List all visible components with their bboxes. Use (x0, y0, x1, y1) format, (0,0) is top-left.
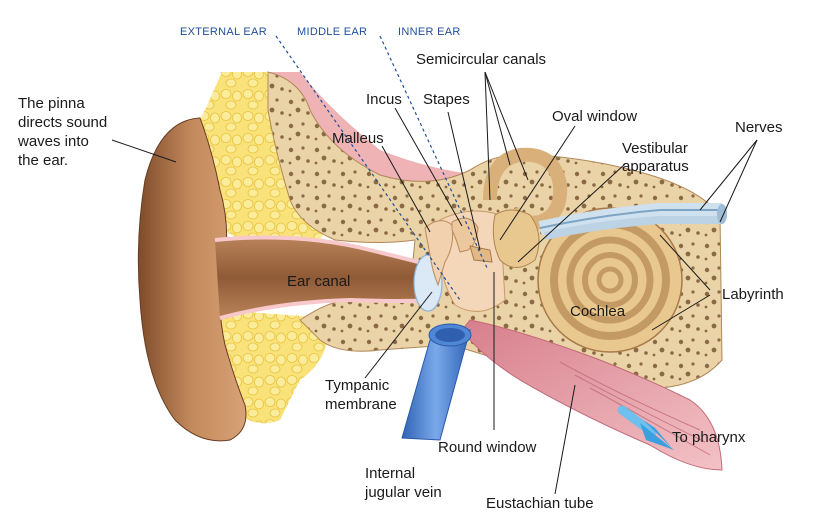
section-middle-ear: MIDDLE EAR (297, 26, 367, 38)
internal-jugular-vein (401, 323, 472, 441)
pharynx-arrow (617, 405, 674, 450)
label-tympanic-membrane: Tympanic membrane (325, 377, 397, 413)
section-external-ear: EXTERNAL EAR (180, 26, 267, 38)
label-eustachian-tube: Eustachian tube (486, 495, 594, 512)
label-vestibular-apparatus: Vestibular apparatus (622, 140, 692, 175)
malleus (424, 220, 454, 287)
section-inner-ear: INNER EAR (398, 26, 461, 38)
label-incus: Incus (366, 91, 402, 108)
label-malleus: Malleus (332, 130, 384, 147)
vestibule (492, 209, 540, 268)
nerve-bundle (538, 203, 727, 240)
label-semicircular-canals: Semicircular canals (416, 51, 546, 68)
label-round-window: Round window (438, 439, 537, 456)
label-nerves: Nerves (735, 119, 783, 136)
divider-middle-inner (379, 35, 489, 271)
leader-lines (111, 71, 758, 495)
label-stapes: Stapes (423, 91, 470, 108)
label-cochlea: Cochlea (570, 303, 626, 320)
ear-canal (215, 237, 440, 318)
fat-tissue-lower (215, 310, 330, 424)
pinna (137, 117, 247, 442)
label-oval-window: Oval window (552, 108, 637, 125)
label-pinna: The pinna directs sound waves into the e… (17, 95, 111, 169)
label-to-pharynx: To pharynx (672, 429, 746, 446)
label-internal-jugular-vein: Internal jugular vein (364, 465, 442, 501)
ear-canal-lining-bottom (219, 297, 441, 320)
label-ear-canal: Ear canal (287, 273, 350, 290)
eustachian-tube-muscle-lines (559, 361, 711, 456)
incus (451, 217, 479, 253)
label-labyrinth: Labyrinth (722, 286, 784, 303)
